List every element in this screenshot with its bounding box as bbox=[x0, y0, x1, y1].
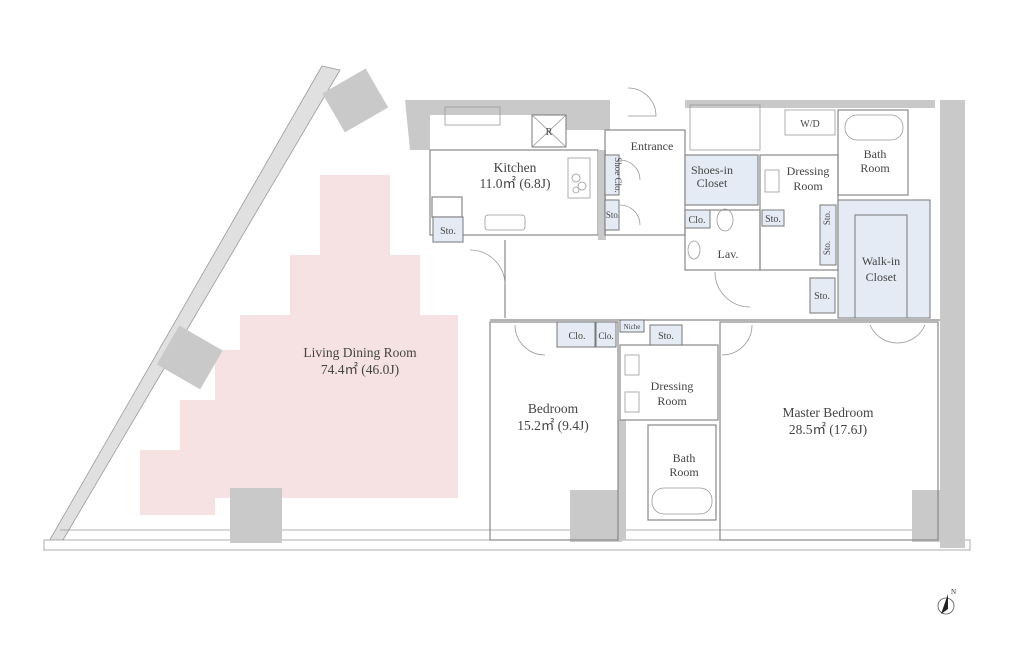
sink bbox=[484, 214, 526, 231]
refrigerator-label: R bbox=[546, 127, 553, 138]
sto-label: Sto. bbox=[440, 226, 456, 237]
pillar bbox=[618, 420, 626, 540]
wall-top-kitchen bbox=[405, 100, 610, 150]
clo-label: Clo. bbox=[689, 215, 706, 226]
bathtub bbox=[651, 487, 713, 515]
dressing-room-1-label-1: Dressing bbox=[787, 164, 830, 178]
wall-right bbox=[940, 100, 965, 548]
walk-in-closet-label-2: Closet bbox=[866, 270, 897, 284]
pillar bbox=[230, 488, 282, 543]
niche-label: Niche bbox=[624, 323, 641, 331]
bath-room-2-label-1: Bath bbox=[673, 451, 696, 465]
living-room-name: Living Dining Room bbox=[303, 345, 417, 360]
north-label: N bbox=[951, 588, 956, 596]
bath-room-1-label-2: Room bbox=[860, 161, 890, 175]
kitchen-name: Kitchen bbox=[494, 160, 537, 175]
wall-top-band bbox=[685, 100, 935, 108]
master-bedroom-name: Master Bedroom bbox=[782, 405, 874, 420]
pillar bbox=[570, 490, 622, 542]
clo-label: Clo. bbox=[598, 331, 613, 341]
cooktop bbox=[567, 157, 591, 199]
entrance-label: Entrance bbox=[631, 139, 674, 153]
shoes-closet-label-2: Closet bbox=[697, 176, 728, 190]
washer-dryer-label: W/D bbox=[800, 119, 819, 130]
bath-room-1-label-1: Bath bbox=[864, 147, 887, 161]
dressing-room-2-label-2: Room bbox=[657, 394, 687, 408]
toilet bbox=[716, 208, 734, 232]
exterior-wall-bottom bbox=[43, 539, 971, 551]
shoes-closet-label-1: Shoes-in bbox=[691, 163, 733, 177]
dressing-room-1-label-2: Room bbox=[793, 179, 823, 193]
shoe-clo-label: Shoe Clo. bbox=[613, 157, 623, 193]
pillar bbox=[912, 490, 942, 542]
sto-label: Sto. bbox=[606, 210, 620, 220]
sto-label: Sto. bbox=[658, 331, 674, 342]
master-bedroom-area: 28.5㎡ (17.6J) bbox=[789, 422, 867, 437]
kitchen-area: 11.0㎡ (6.8J) bbox=[479, 176, 550, 191]
bedroom-name: Bedroom bbox=[528, 401, 579, 416]
lav-label: Lav. bbox=[718, 247, 739, 261]
dressing-room-2-label-1: Dressing bbox=[651, 379, 694, 393]
pillar bbox=[156, 325, 223, 390]
sto-label: Sto. bbox=[822, 241, 832, 255]
living-room-area: 74.4㎡ (46.0J) bbox=[321, 362, 399, 377]
north-arrow-icon: N bbox=[937, 588, 956, 615]
sto-label: Sto. bbox=[822, 211, 832, 225]
walk-in-closet-label-1: Walk-in bbox=[862, 254, 900, 268]
wash-basin bbox=[687, 240, 701, 260]
clo-label: Clo. bbox=[569, 331, 586, 342]
bath-room-2-label-2: Room bbox=[669, 465, 699, 479]
storage-unit bbox=[689, 104, 761, 151]
living-area-highlight bbox=[140, 175, 458, 515]
pillar bbox=[322, 68, 389, 133]
sto-label: Sto. bbox=[814, 291, 830, 302]
bathtub bbox=[844, 114, 904, 141]
sto-label: Sto. bbox=[765, 214, 781, 225]
bedroom-area: 15.2㎡ (9.4J) bbox=[517, 418, 589, 433]
